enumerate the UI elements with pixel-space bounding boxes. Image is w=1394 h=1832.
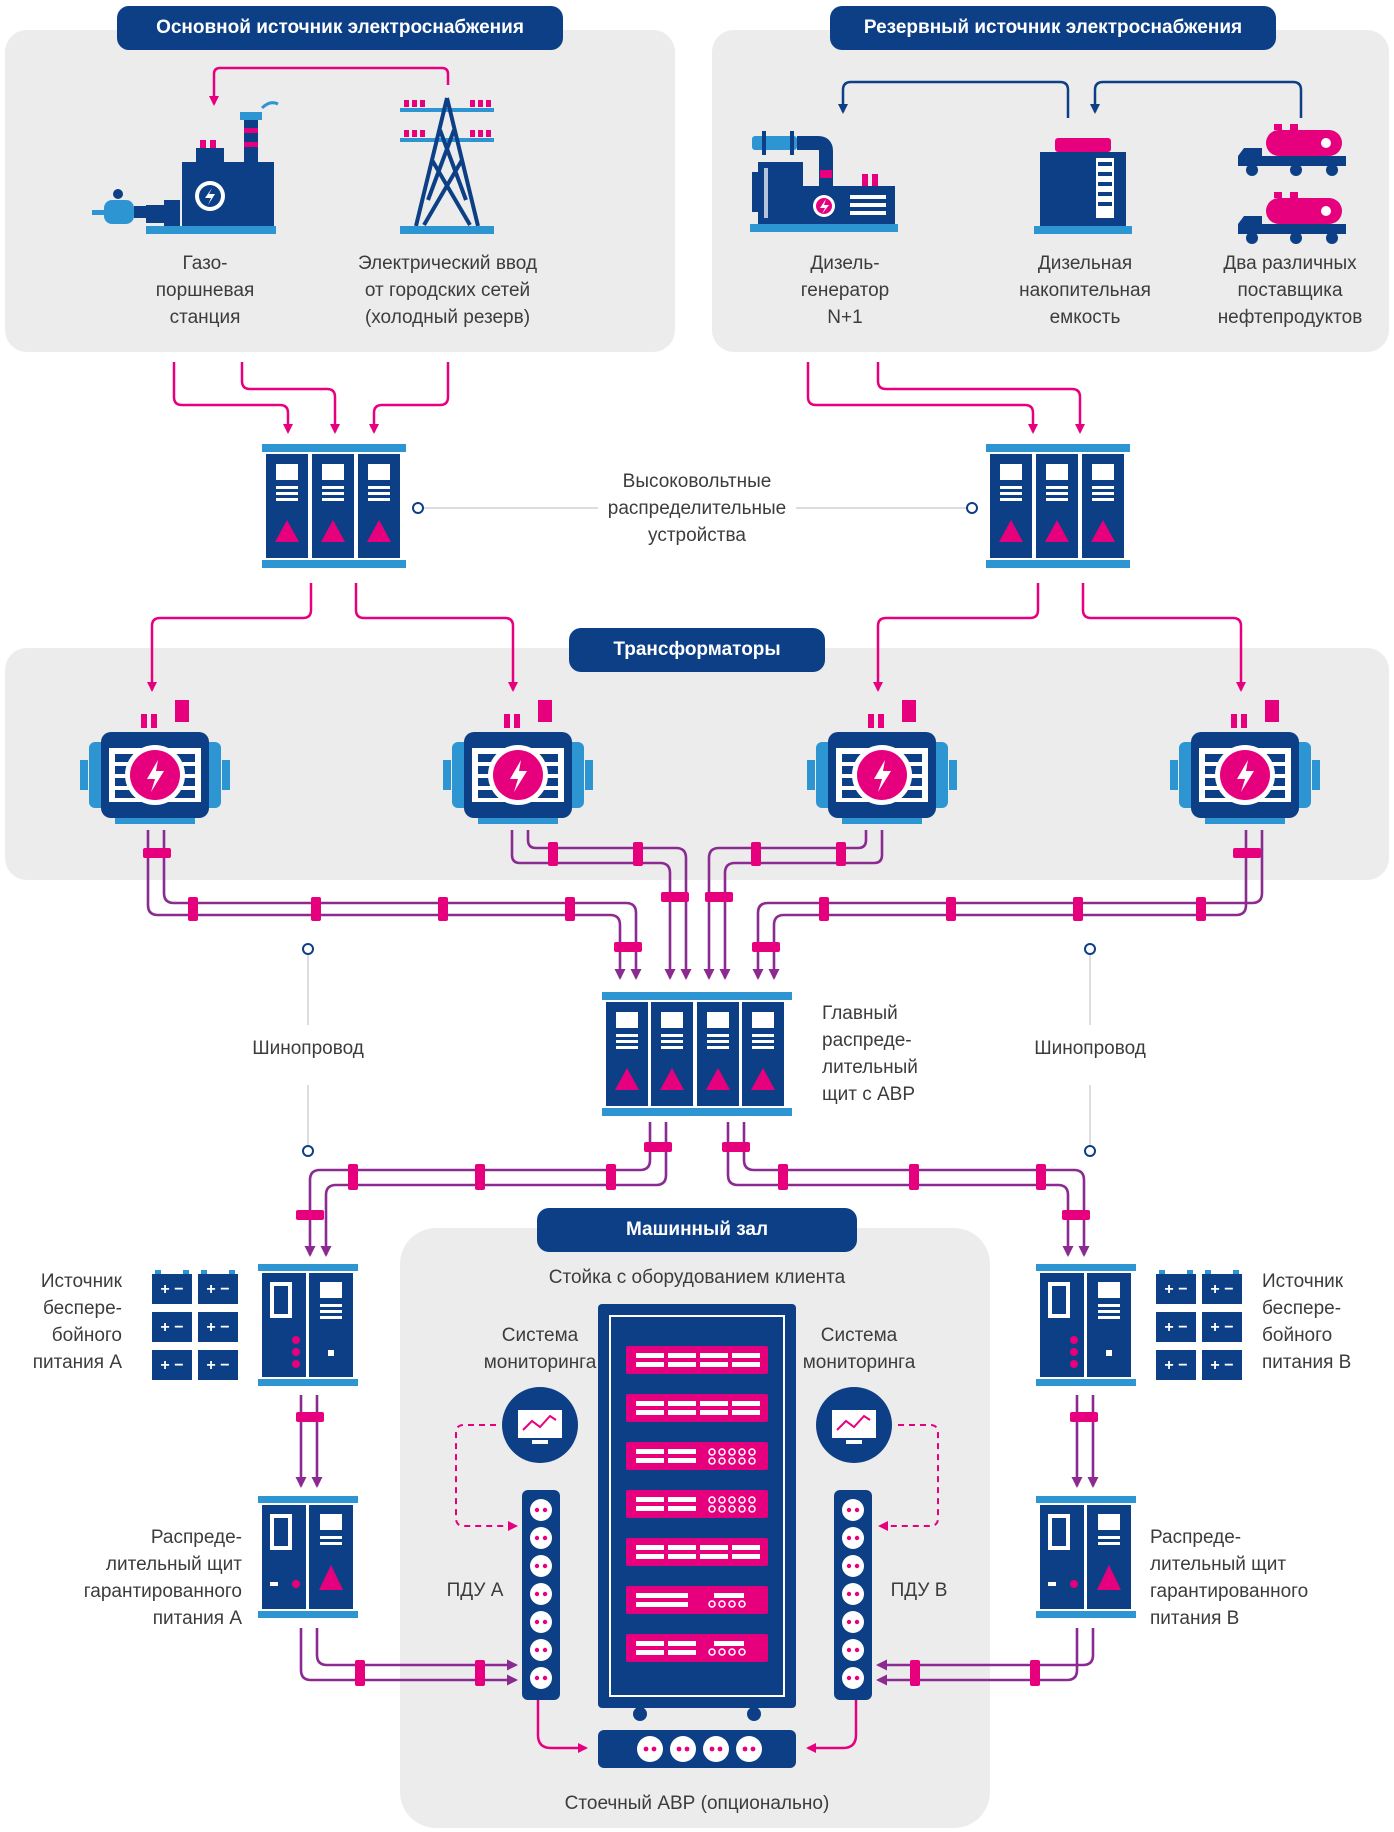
main-switchboard-icon bbox=[602, 992, 792, 1116]
reserve-source-title: Резервный источник электроснабжения bbox=[830, 6, 1276, 50]
diesel-generator-label: Дизель- генератор N+1 bbox=[800, 253, 890, 328]
transformer-icon bbox=[80, 700, 230, 824]
hv-switchgear-icon bbox=[986, 444, 1130, 568]
monitoring-left-label: Система мониторинга bbox=[483, 1325, 597, 1373]
pdu-b-label: ПДУ В bbox=[890, 1580, 948, 1601]
diesel-generator-icon bbox=[750, 131, 898, 232]
fuel-suppliers-label: Два различных поставщика нефтепродуктов bbox=[1217, 253, 1363, 328]
busbar-joints bbox=[143, 842, 1261, 1686]
battery-bank-icon bbox=[1156, 1274, 1242, 1380]
svg-text:+ −: + − bbox=[1164, 1281, 1187, 1298]
hv-switchgear-icon bbox=[262, 444, 406, 568]
distribution-b-label: Распреде- лительный щит гарантированного… bbox=[1150, 1527, 1309, 1629]
svg-text:+ −: + − bbox=[1210, 1281, 1233, 1298]
fuel-truck-icon bbox=[1238, 192, 1346, 244]
ups-b-label: Источник беспере- бойного питания В bbox=[1262, 1271, 1352, 1373]
svg-text:+ −: + − bbox=[160, 1319, 183, 1336]
rack-ats-label: Стоечный АВР (опционально) bbox=[564, 1793, 830, 1814]
gas-station-icon bbox=[92, 101, 279, 234]
client-rack-icon bbox=[598, 1304, 796, 1721]
distribution-board-a-icon bbox=[258, 1496, 358, 1618]
fuel-truck-icon bbox=[1238, 124, 1346, 176]
svg-text:+ −: + − bbox=[1164, 1357, 1187, 1374]
feed-lines bbox=[147, 66, 1246, 1753]
hv-switchgear-label: Высоковольтные распределительные устройс… bbox=[607, 471, 787, 546]
svg-text:+ −: + − bbox=[160, 1281, 183, 1298]
transformer-icon bbox=[807, 700, 957, 824]
gas-station-label: Газо- поршневая станция bbox=[155, 253, 255, 328]
pdu-b-icon bbox=[834, 1490, 872, 1700]
callout-dots bbox=[302, 502, 1096, 1157]
ups-a-label: Источник беспере- бойного питания А bbox=[32, 1271, 122, 1373]
rack-ats-icon bbox=[598, 1730, 796, 1768]
busbar-left-label: Шинопровод bbox=[252, 1038, 364, 1059]
power-tower-icon bbox=[400, 97, 494, 234]
callout-lines bbox=[307, 507, 1091, 1145]
rack-label: Стойка с оборудованием клиента bbox=[548, 1267, 846, 1288]
svg-text:+ −: + − bbox=[1164, 1319, 1187, 1336]
ups-b-icon bbox=[1036, 1264, 1136, 1386]
ups-a-icon bbox=[258, 1264, 358, 1386]
main-source-title: Основной источник электроснабжения bbox=[117, 6, 563, 50]
transformer-icon bbox=[443, 700, 593, 824]
svg-text:+ −: + − bbox=[206, 1281, 229, 1298]
battery-bank-icon bbox=[152, 1274, 238, 1380]
transformer-icon bbox=[1170, 700, 1320, 824]
pdu-a-label: ПДУ А bbox=[446, 1580, 504, 1601]
pdu-a-icon bbox=[522, 1490, 560, 1700]
monitor-icon bbox=[816, 1387, 892, 1463]
svg-text:+ −: + − bbox=[1210, 1319, 1233, 1336]
distribution-board-b-icon bbox=[1036, 1496, 1136, 1618]
main-board-label: Главный распреде- лительный щит с АВР bbox=[822, 1003, 918, 1105]
transformers-panel bbox=[5, 648, 1389, 880]
svg-text:+ −: + − bbox=[206, 1357, 229, 1374]
diesel-tank-label: Дизельная накопительная емкость bbox=[1019, 253, 1151, 328]
monitoring-links bbox=[455, 1424, 939, 1531]
diesel-tank-icon bbox=[1034, 138, 1132, 234]
machine-hall-title: Машинный зал bbox=[537, 1208, 857, 1252]
busbar-right-label: Шинопровод bbox=[1034, 1038, 1146, 1059]
svg-text:+ −: + − bbox=[206, 1319, 229, 1336]
monitoring-right-label: Система мониторинга bbox=[802, 1325, 916, 1373]
svg-text:+ −: + − bbox=[160, 1357, 183, 1374]
fuel-lines bbox=[838, 80, 1303, 118]
monitor-icon bbox=[502, 1387, 578, 1463]
distribution-a-label: Распреде- лительный щит гарантированного… bbox=[83, 1527, 242, 1629]
transformers-title: Трансформаторы bbox=[569, 628, 825, 672]
city-input-label: Электрический ввод от городских сетей (х… bbox=[357, 253, 538, 328]
svg-text:+ −: + − bbox=[1210, 1357, 1233, 1374]
